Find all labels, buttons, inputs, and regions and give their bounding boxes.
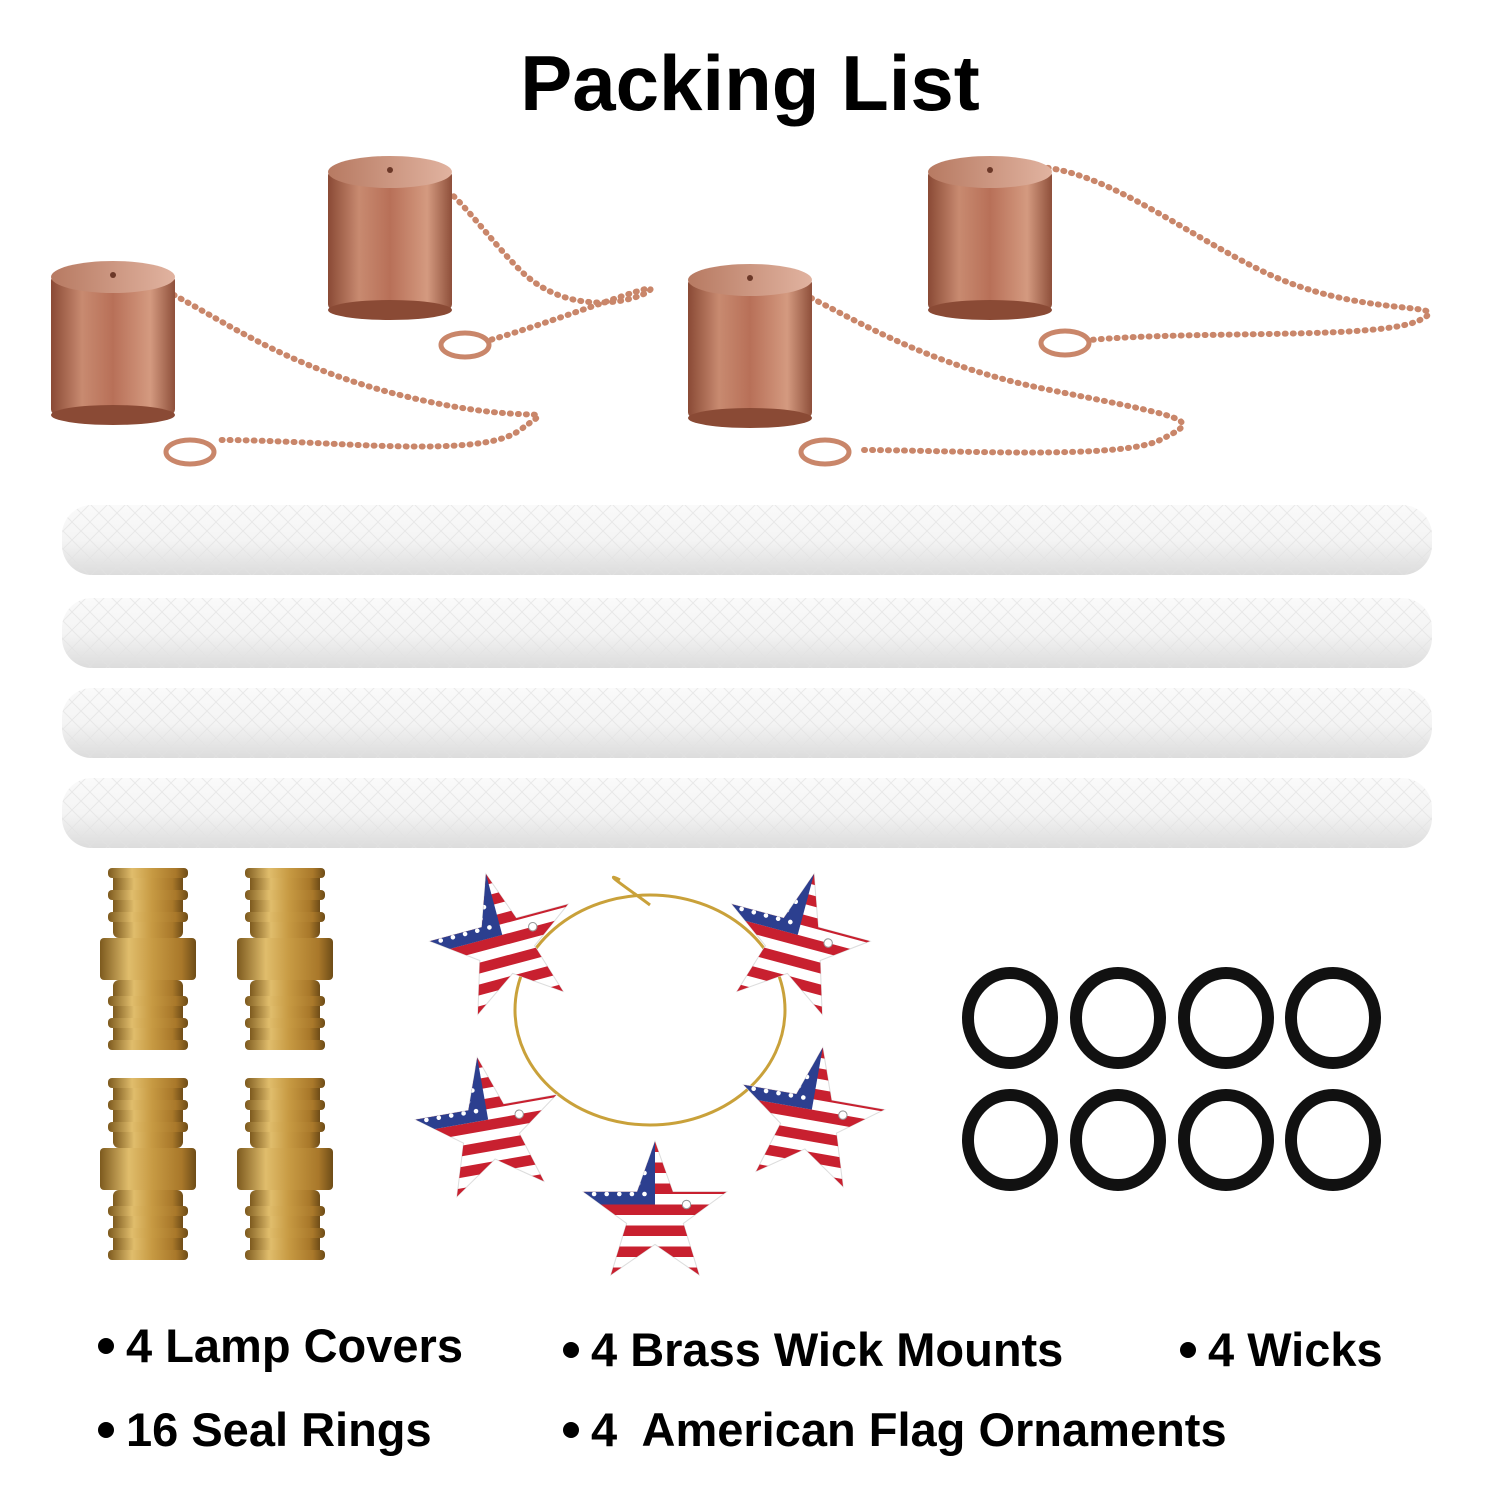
bullet-icon bbox=[1180, 1341, 1196, 1358]
bullet-icon bbox=[563, 1341, 579, 1358]
seal-ring bbox=[1285, 967, 1381, 1069]
bullet-icon bbox=[563, 1421, 579, 1438]
seal-ring bbox=[1178, 967, 1274, 1069]
wick bbox=[62, 598, 1432, 668]
chain bbox=[127, 163, 1432, 456]
lamp-cover bbox=[328, 156, 452, 320]
seal-ring bbox=[1070, 1089, 1166, 1191]
gold-string bbox=[513, 893, 787, 1127]
brass-mount bbox=[100, 868, 196, 1050]
wick bbox=[62, 688, 1432, 758]
bullet-icon bbox=[98, 1421, 114, 1438]
brass-mounts-group bbox=[100, 868, 333, 1260]
seal-ring bbox=[962, 1089, 1058, 1191]
flag-star-ornament bbox=[582, 1142, 729, 1279]
lamp-covers-group bbox=[51, 156, 1432, 467]
item-wicks: 4 Wicks bbox=[1180, 1322, 1383, 1377]
wick bbox=[62, 778, 1432, 848]
item-lamp-covers: 4 Lamp Covers bbox=[98, 1318, 463, 1373]
lobster-clasp bbox=[163, 328, 1092, 467]
item-seal-rings: 16 Seal Rings bbox=[98, 1402, 432, 1457]
flag-star-ornament bbox=[405, 1045, 573, 1205]
brass-mount bbox=[100, 1078, 196, 1260]
lamp-cover bbox=[51, 261, 175, 425]
seal-ring bbox=[1070, 967, 1166, 1069]
page-title: Packing List bbox=[520, 39, 980, 127]
item-brass-wick-mounts: 4 Brass Wick Mounts bbox=[563, 1322, 1063, 1377]
item-flag-ornaments: 4 American Flag Ornaments bbox=[563, 1402, 1227, 1457]
seal-ring bbox=[962, 967, 1058, 1069]
wicks-group bbox=[62, 505, 1432, 848]
brass-mount bbox=[237, 868, 333, 1050]
seal-rings-group bbox=[962, 967, 1381, 1191]
lamp-cover bbox=[688, 264, 812, 428]
lamp-cover bbox=[928, 156, 1052, 320]
seal-ring bbox=[1285, 1089, 1381, 1191]
flag-star-ornament bbox=[708, 855, 885, 1025]
flag-ornaments-group bbox=[405, 855, 895, 1278]
brass-mount bbox=[237, 1078, 333, 1260]
flag-star-ornament bbox=[415, 855, 592, 1025]
seal-ring bbox=[1178, 1089, 1274, 1191]
wick bbox=[62, 505, 1432, 575]
bullet-icon bbox=[98, 1337, 114, 1354]
flag-star-ornament bbox=[727, 1035, 895, 1195]
